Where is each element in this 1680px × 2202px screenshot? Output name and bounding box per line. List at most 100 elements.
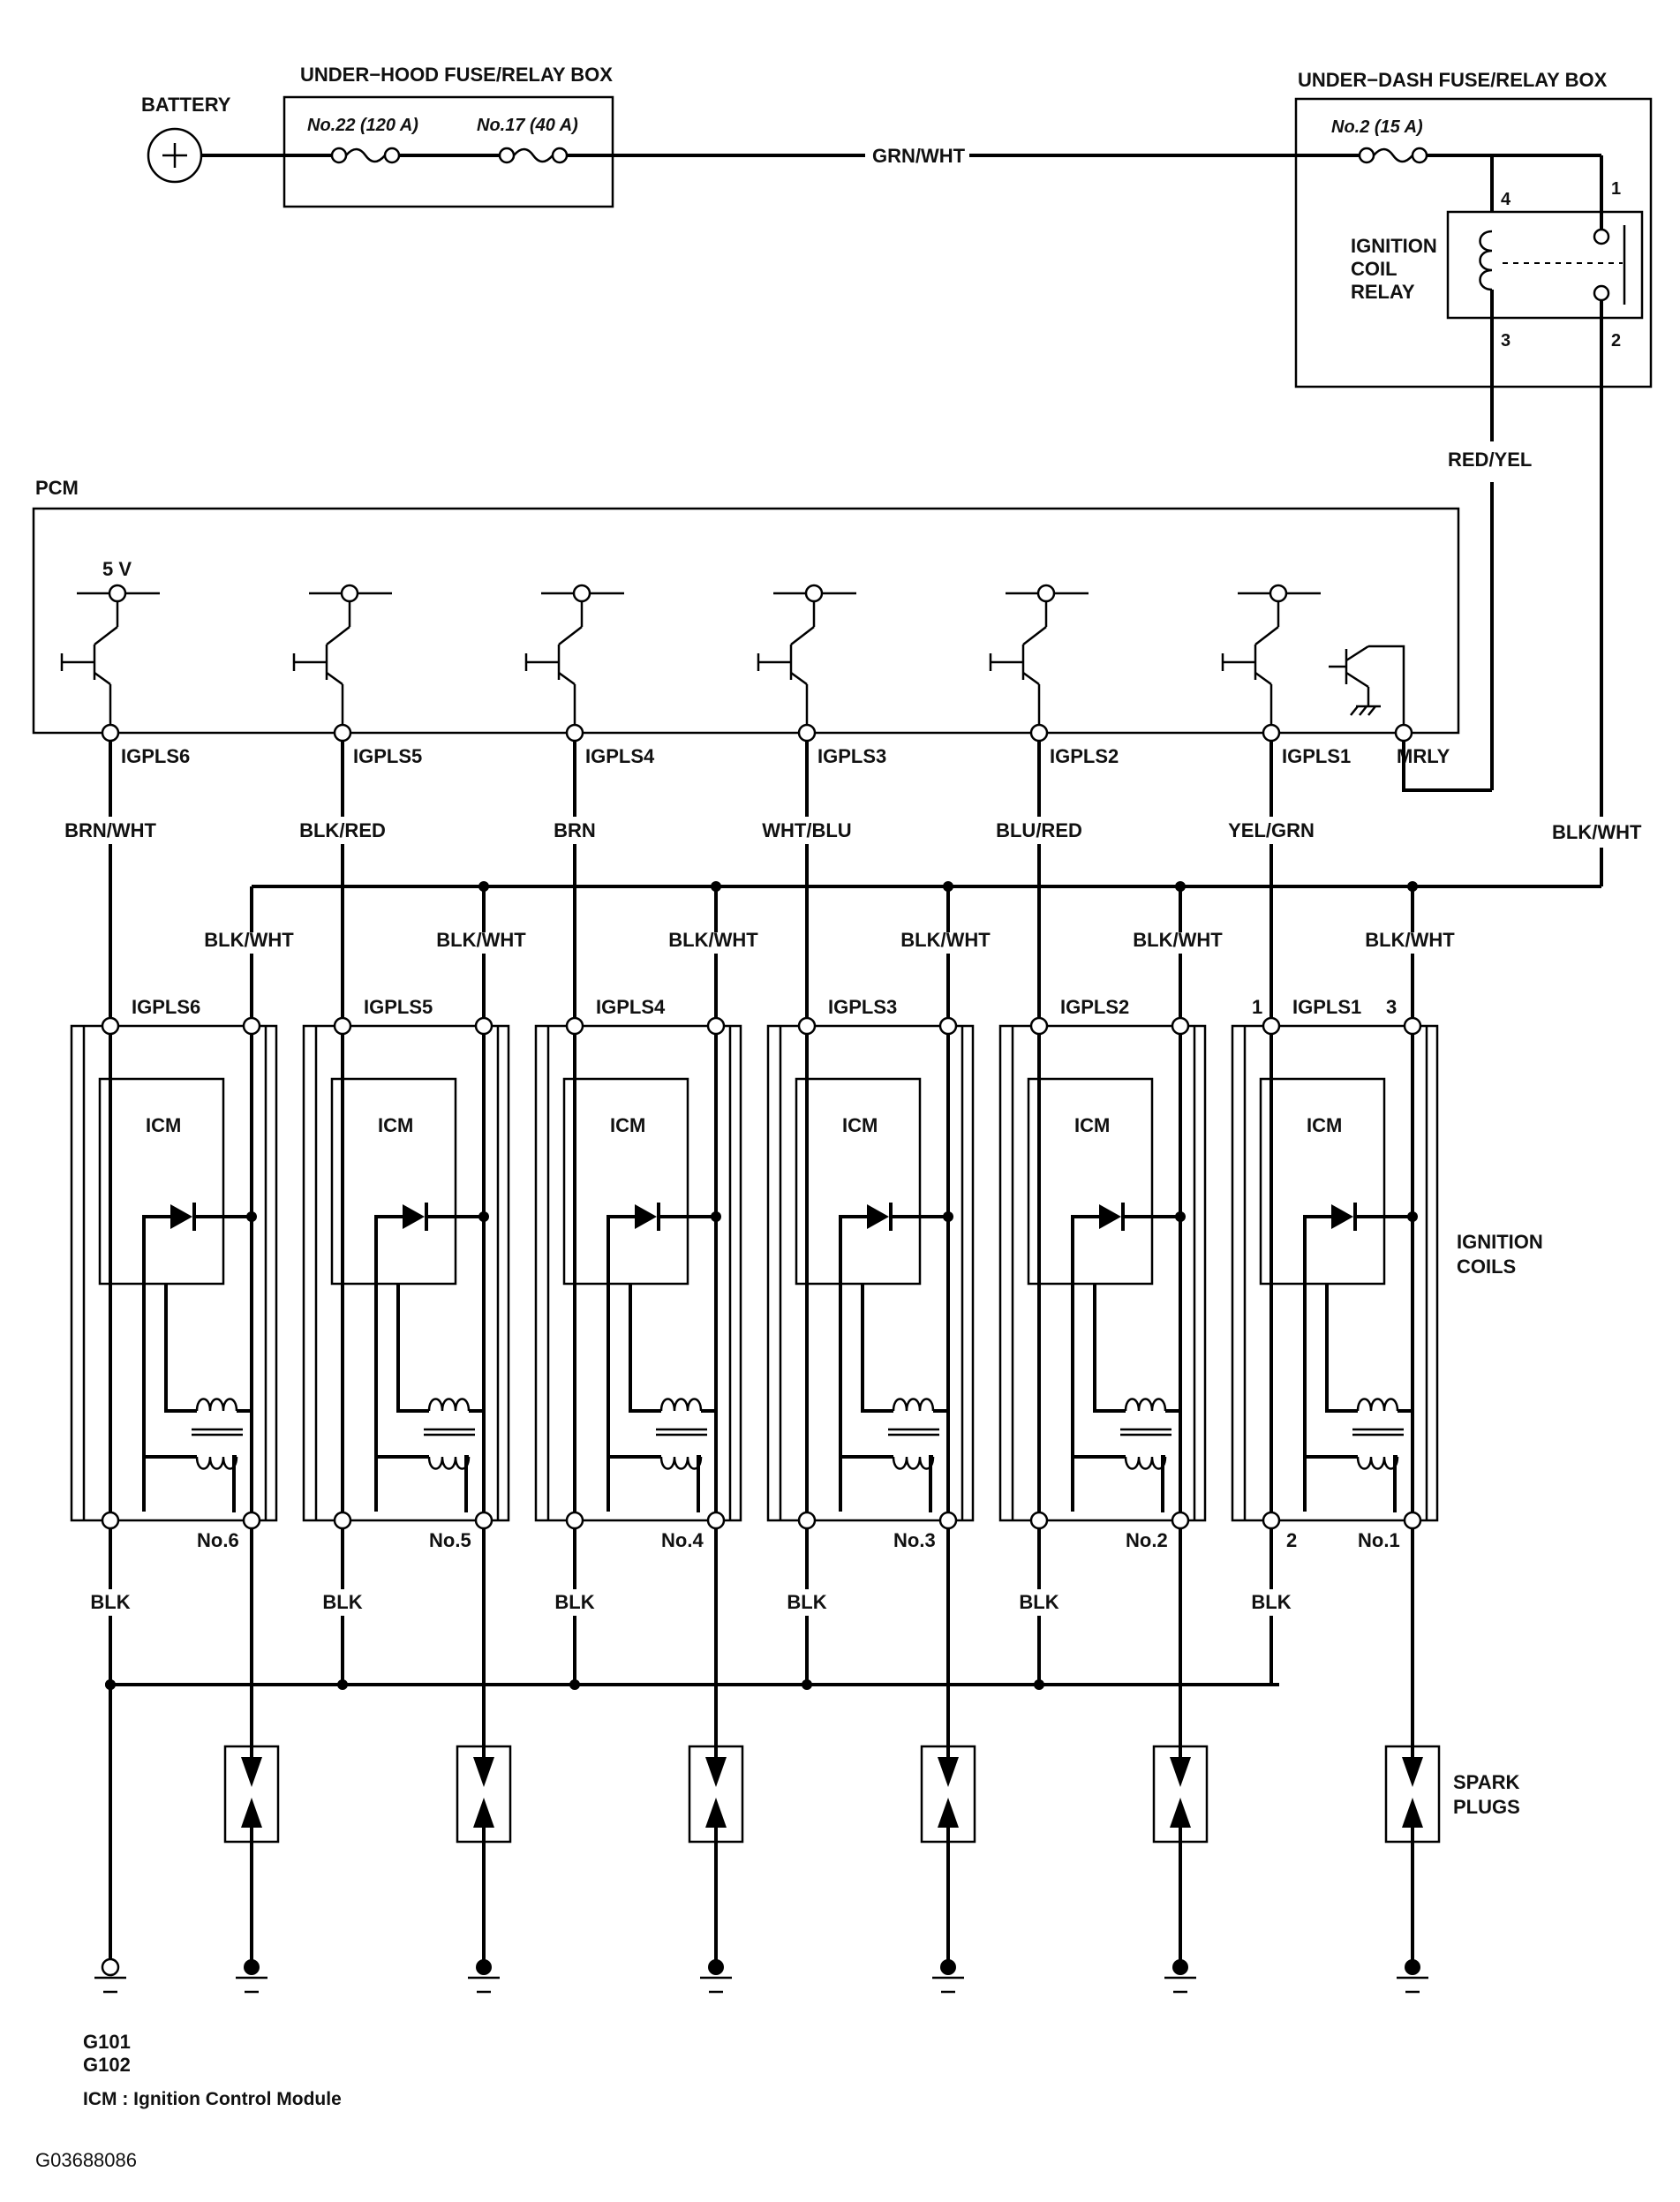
fuse-2-icon <box>1358 147 1428 164</box>
relay-pin-3: 3 <box>1501 331 1510 351</box>
pcm-terminal <box>333 723 352 743</box>
relay-label-1: IGNITION <box>1351 235 1437 257</box>
under-dash-box-label: UNDER−DASH FUSE/RELAY BOX <box>1298 69 1608 91</box>
spark-plugs-label-2: PLUGS <box>1453 1796 1520 1818</box>
pcm-terminal-label: IGPLS4 <box>585 745 655 767</box>
signal-wire-label: YEL/GRN <box>1228 819 1315 841</box>
coil-1-pin-3: 3 <box>1386 996 1397 1018</box>
icm-box <box>1259 1077 1386 1286</box>
relay-coil-icon <box>1479 230 1493 291</box>
diode-icon <box>635 1204 657 1229</box>
fuse-22-label: No.22 (120 A) <box>307 116 418 135</box>
ground-wire-label: BLK <box>554 1591 594 1613</box>
coil-pin-label: IGPLS1 <box>1292 996 1361 1018</box>
icm-box <box>795 1077 922 1286</box>
under-hood-box-label: UNDER−HOOD FUSE/RELAY BOX <box>300 64 613 86</box>
mrly-terminal <box>1394 723 1413 743</box>
primary-winding-icon <box>1356 1398 1399 1412</box>
power-supply-section: BATTERY UNDER−HOOD FUSE/RELAY BOX No.22 … <box>141 64 1653 817</box>
fuse-17-icon <box>498 147 569 164</box>
ground-symbol-icon <box>236 1959 267 1994</box>
pcm-transistor-icon <box>757 584 856 733</box>
relay-pin-2: 2 <box>1611 331 1621 351</box>
coil-number-label: No.1 <box>1358 1529 1400 1551</box>
pcm-terminal-label: IGPLS2 <box>1050 745 1119 767</box>
signal-wire-label: BLU/RED <box>996 819 1082 841</box>
mrly-transistor-icon <box>1329 645 1405 733</box>
relay-pin-1: 1 <box>1611 179 1621 199</box>
signal-wire-label: WHT/BLU <box>762 819 851 841</box>
ignition-coils-label-2: COILS <box>1457 1256 1516 1278</box>
pcm-terminal <box>1029 723 1049 743</box>
grn-wht-wire-label: GRN/WHT <box>872 145 966 167</box>
icm-box <box>98 1077 225 1286</box>
ground-wire-label: BLK <box>90 1591 130 1613</box>
icm-box <box>1027 1077 1154 1286</box>
pcm-terminal <box>565 723 584 743</box>
pcm-section: PCM 5 V MRLY <box>32 477 1492 792</box>
coil-number-label: No.5 <box>429 1529 471 1551</box>
pcm-transistor-icon <box>1221 584 1321 733</box>
icm-label: ICM <box>1074 1114 1110 1136</box>
under-hood-fuse-box <box>283 95 614 208</box>
pcm-label: PCM <box>35 477 79 499</box>
fuse-17-label: No.17 (40 A) <box>477 116 578 135</box>
coil-number-label: No.4 <box>661 1529 704 1551</box>
coil-pin-label: IGPLS3 <box>828 996 897 1018</box>
relay-label-3: RELAY <box>1351 281 1415 303</box>
blk-wht-main-label: BLK/WHT <box>1552 821 1642 843</box>
feed-wire-label: BLK/WHT <box>1133 929 1223 951</box>
icm-box <box>562 1077 689 1286</box>
five-volt-label: 5 V <box>102 558 132 580</box>
icm-label: ICM <box>1307 1114 1342 1136</box>
icm-label: ICM <box>842 1114 878 1136</box>
secondary-winding-icon <box>427 1456 471 1470</box>
pcm-driver-transistors <box>60 584 1321 743</box>
ground-wire-label: BLK <box>322 1591 362 1613</box>
diode-icon <box>403 1204 425 1229</box>
ground-symbol-icon <box>1397 1959 1428 1994</box>
primary-winding-icon <box>1124 1398 1167 1412</box>
ignition-coil-box <box>1231 1024 1439 1522</box>
diode-icon <box>170 1204 192 1229</box>
g101-label: G101 <box>83 2031 131 2053</box>
ground-wire-label: BLK <box>787 1591 826 1613</box>
fuse-2-label: No.2 (15 A) <box>1331 117 1423 137</box>
pcm-terminal-label: IGPLS1 <box>1282 745 1351 767</box>
coil-number-label: No.3 <box>893 1529 936 1551</box>
signal-wire-label: BRN/WHT <box>64 819 156 841</box>
coil-pin-label: IGPLS2 <box>1060 996 1129 1018</box>
ground-symbol-icon <box>700 1959 732 1994</box>
coil-pin-label: IGPLS5 <box>364 996 433 1018</box>
battery-label: BATTERY <box>141 94 231 116</box>
diode-icon <box>1099 1204 1121 1229</box>
signal-wire-label: BLK/RED <box>299 819 386 841</box>
feed-wire-label: BLK/WHT <box>668 929 758 951</box>
coil-1-pin-2: 2 <box>1286 1529 1297 1551</box>
pcm-terminal-label: IGPLS3 <box>817 745 886 767</box>
icm-label: ICM <box>378 1114 413 1136</box>
coil-number-label: No.2 <box>1126 1529 1168 1551</box>
ignition-coil-box <box>70 1024 278 1522</box>
coil-number-label: No.6 <box>197 1529 239 1551</box>
under-dash-fuse-box <box>1294 97 1653 388</box>
main-ground-icon <box>94 1957 126 1994</box>
diode-icon <box>867 1204 889 1229</box>
icm-legend: ICM : Ignition Control Module <box>83 2089 342 2109</box>
ground-wire-label: BLK <box>1251 1591 1291 1613</box>
ignition-coil-box <box>302 1024 510 1522</box>
feed-wire-label: BLK/WHT <box>900 929 991 951</box>
pcm-terminal-label: IGPLS6 <box>121 745 190 767</box>
primary-winding-icon <box>659 1398 703 1412</box>
figure-id: G03688086 <box>35 2149 137 2171</box>
pcm-transistor-icon <box>60 584 160 733</box>
pcm-transistor-icon <box>989 584 1089 733</box>
ground-symbol-icon <box>1164 1959 1196 1994</box>
ignition-coil-box <box>534 1024 742 1522</box>
ignition-coil-box <box>766 1024 975 1522</box>
spark-plugs-label-1: SPARK <box>1453 1771 1519 1793</box>
